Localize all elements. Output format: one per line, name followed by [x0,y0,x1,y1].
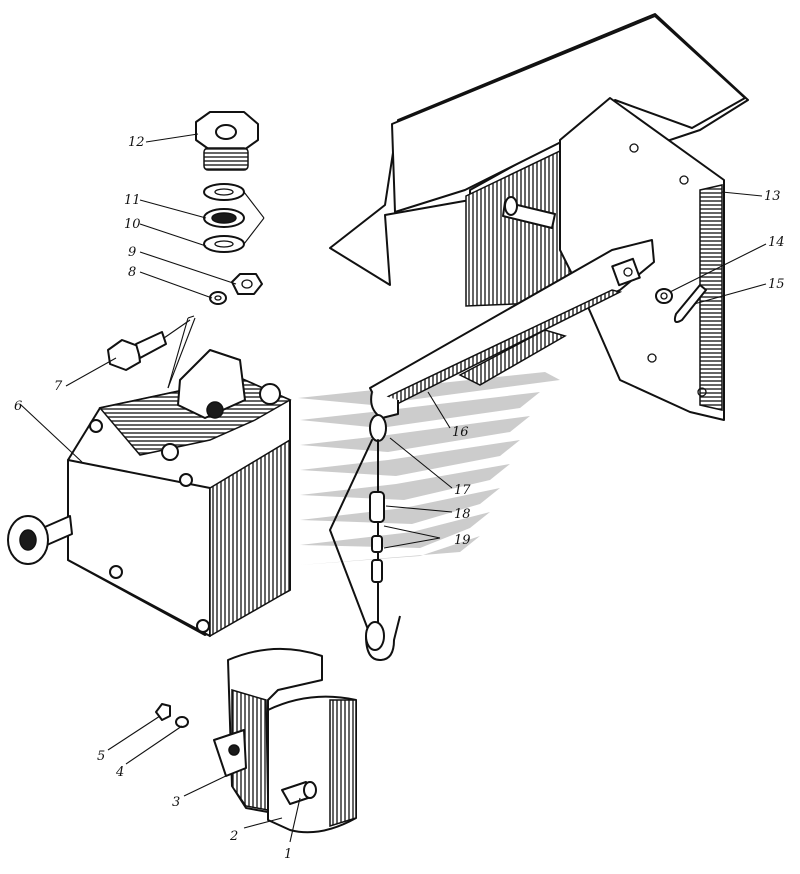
nut-9 [231,273,263,295]
lever-16 [369,239,655,419]
lock-washer-8 [209,291,227,305]
sleeves-19 [371,535,383,583]
label-19: 19 [454,533,471,548]
label-6: 6 [14,399,22,414]
label-9: 9 [128,245,136,260]
leader-lines [19,133,767,843]
washer-4 [175,716,189,728]
label-18: 18 [454,507,471,522]
label-12: 12 [128,135,145,150]
label-2: 2 [229,829,238,844]
sleeve-18 [369,491,385,523]
label-17: 17 [454,483,471,498]
washer-14 [655,288,673,304]
label-16: 16 [452,425,469,440]
label-8: 8 [128,265,136,280]
label-10: 10 [124,217,141,232]
label-1: 1 [284,847,292,862]
plug-12 [195,111,259,171]
label-5: 5 [97,749,105,764]
label-3: 3 [172,795,180,810]
label-15: 15 [768,277,785,292]
label-4: 4 [115,765,124,780]
cotter-pin-15 [673,284,707,323]
clamp-half-2 [227,647,357,834]
label-11: 11 [124,193,141,208]
washer-10-bottom [203,235,245,253]
bolt-7 [107,331,167,371]
screw-1 [281,781,317,805]
switch-box-6 [7,349,292,638]
clamp-half-3 [213,729,247,777]
watermark-logo [298,372,560,565]
label-13: 13 [764,189,781,204]
label-7: 7 [54,379,63,394]
bearing-11 [203,208,245,228]
mounting-bracket-13 [329,13,749,421]
label-14: 14 [768,235,785,250]
part-labels: 1 2 3 4 5 6 7 8 9 10 11 12 13 14 15 16 1… [14,135,785,862]
cable-17 [329,414,401,661]
washer-10-top [203,183,245,201]
